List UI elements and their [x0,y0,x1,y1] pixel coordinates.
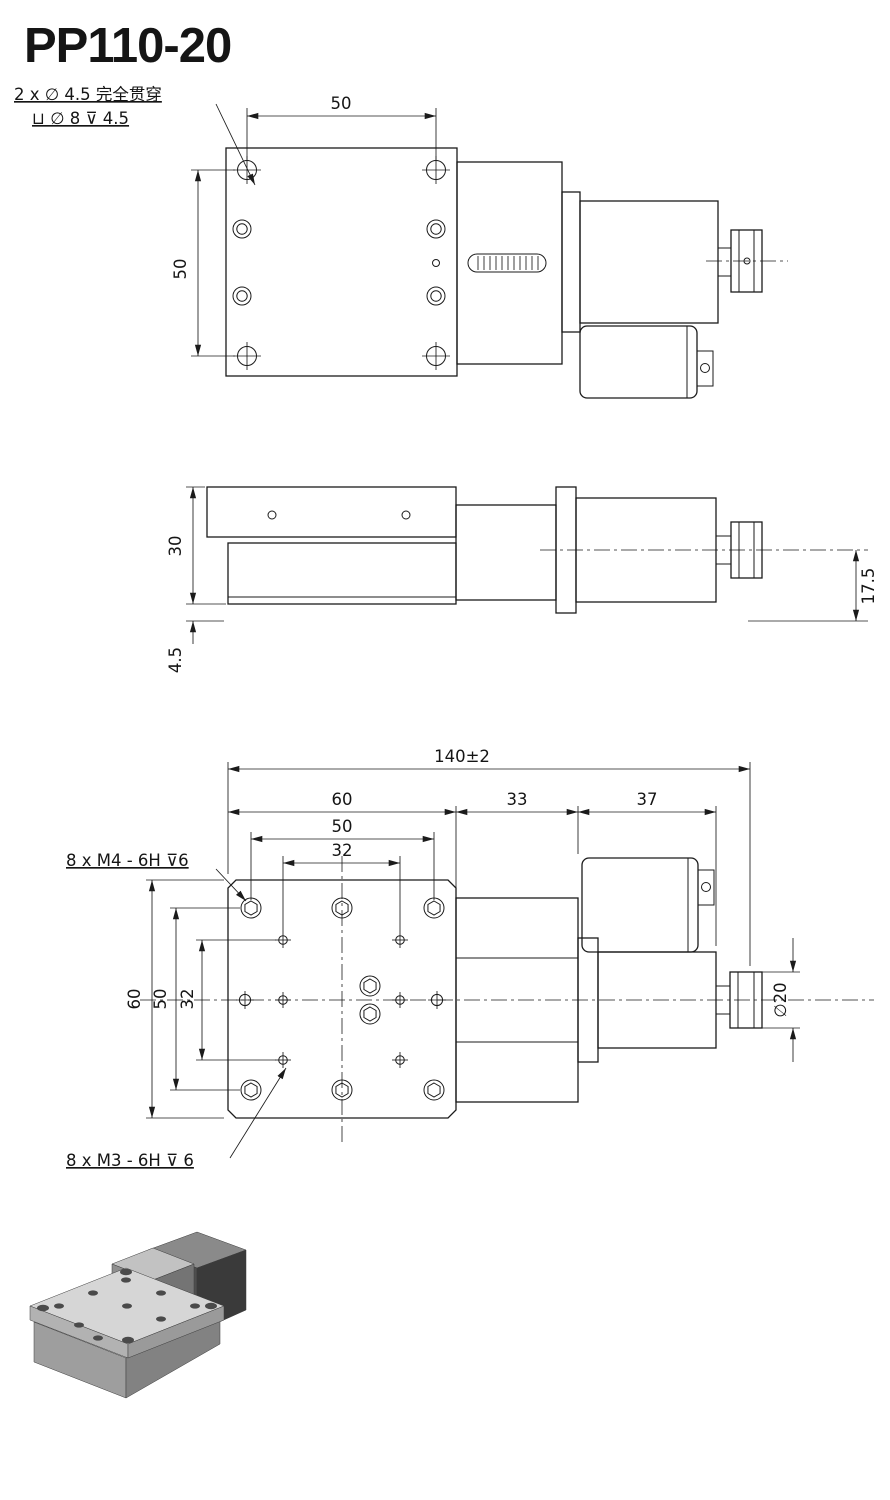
dim-label: 60 [332,790,353,809]
dim-label: 37 [637,790,658,809]
top-view: 50 50 2 x ∅ 4.5 完全贯穿 ⊔ ∅ 8 ⊽ 4.5 [14,85,788,399]
front-view: 140±2 60 33 37 50 32 [66,747,874,1170]
top-view-stage-plate [225,147,458,377]
dim-label: 17.5 [859,568,878,605]
dim-label: 60 [125,989,144,1010]
side-view-dim-30: 30 [166,486,226,605]
top-view-connector-box [579,325,714,399]
side-view-dim-17-5: 17.5 [748,550,878,622]
dim-label: 32 [178,989,197,1010]
front-view-m4-note: 8 x M4 - 6H ⊽6 [66,851,247,902]
iso-table-holes [37,1268,217,1344]
top-view-dim-50-horizontal: 50 [246,94,437,160]
scale-window [467,253,547,273]
dim-label: 4.5 [166,647,185,673]
front-view-stage-plate [227,879,457,1119]
m4-note-text: 8 x M4 - 6H ⊽6 [66,851,189,870]
dim-label: ∅20 [771,982,790,1017]
front-view-dim-32-vertical: 32 [178,939,276,1061]
dim-label: 50 [171,259,190,280]
dim-label: 30 [166,536,185,557]
front-view-dim-140: 140±2 [227,747,751,966]
front-view-dim-coupling-dia: ∅20 [762,938,800,1062]
isometric-3d-view [29,1231,247,1399]
dim-label: 50 [331,94,352,113]
front-view-m4-holes [240,897,445,1101]
dim-label: 50 [151,989,170,1010]
leader-line [215,868,247,902]
top-view-body [456,161,563,365]
front-view-m3-note: 8 x M3 - 6H ⊽ 6 [66,1067,287,1170]
front-view-dim-60-33-37: 60 33 37 [228,790,717,946]
page-title: PP110-20 [24,19,231,73]
leader-line [229,1067,287,1159]
front-view-connector-box [581,857,715,953]
iso-stage-plate [29,1267,225,1399]
front-view-dim-60-vertical: 60 [125,879,224,1119]
counterbore-note-line1: 2 x ∅ 4.5 完全贯穿 [14,85,162,104]
dim-label: 50 [332,817,353,836]
m3-note-text: 8 x M3 - 6H ⊽ 6 [66,1151,194,1170]
front-view-dim-32-horizontal: 32 [282,841,401,932]
top-view-motor [561,191,788,333]
dim-label: 32 [332,841,353,860]
counterbore-note-line2: ⊔ ∅ 8 ⊽ 4.5 [32,109,129,128]
top-view-counterbore-note: 2 x ∅ 4.5 完全贯穿 ⊔ ∅ 8 ⊽ 4.5 [14,85,256,186]
leader-line [215,103,256,186]
top-view-dim-50-vertical: 50 [171,169,235,357]
dim-label: 140±2 [434,747,490,766]
side-view-stage [206,486,457,605]
scale-window-ticks [477,256,539,270]
front-view-dim-50-vertical: 50 [151,907,240,1091]
dim-label: 33 [507,790,528,809]
side-view: 30 4.5 17.5 [166,486,878,673]
side-view-dim-4-5: 4.5 [166,620,224,673]
front-view-dim-50-horizontal: 50 [250,817,435,900]
